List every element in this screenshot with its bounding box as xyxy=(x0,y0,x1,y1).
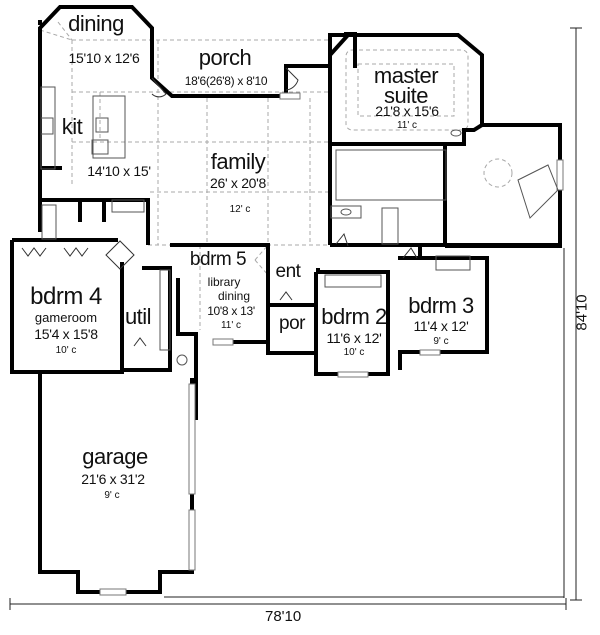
room-bdrm4-ceiling: 10' c xyxy=(55,345,77,356)
room-utility-label: util xyxy=(124,304,152,329)
room-front-porch-label: por xyxy=(279,313,305,334)
dashed-grid xyxy=(39,21,513,330)
room-master-label-2: suite xyxy=(384,83,428,108)
windows-openings xyxy=(99,92,564,596)
room-dining-dims: 15'10 x 12'6 xyxy=(68,50,140,66)
room-garage-label: garage xyxy=(82,444,148,469)
room-bdrm3-dims: 11'4 x 12' xyxy=(413,318,469,334)
room-bdrm3-ceiling: 9' c xyxy=(433,336,449,347)
room-bdrm5-sub2: dining xyxy=(217,289,251,303)
room-master-dims: 21'8 x 15'6 xyxy=(375,103,439,119)
overall-depth-dimension: 84'10 xyxy=(573,294,591,331)
room-family-label: family xyxy=(210,149,266,174)
room-bdrm4-dims: 15'4 x 15'8 xyxy=(34,326,98,342)
room-master-ceiling: 11' c xyxy=(396,120,418,131)
room-master-label-1: master xyxy=(373,63,439,88)
room-kitchen-dims: 14'10 x 15' xyxy=(87,163,151,179)
room-bdrm5-sub1: library xyxy=(207,275,241,289)
overall-width-dimension: 78'10 xyxy=(265,608,302,625)
room-bdrm3-label: bdrm 3 xyxy=(408,293,474,318)
room-bdrm2-label: bdrm 2 xyxy=(321,304,387,329)
room-bdrm5-label: bdrm 5 xyxy=(189,249,247,270)
room-porch-label: porch xyxy=(198,45,252,70)
room-bdrm2-dims: 11'6 x 12' xyxy=(326,330,382,346)
room-bdrm4-sub: gameroom xyxy=(34,310,98,325)
doors xyxy=(21,67,418,347)
room-bdrm4-label: bdrm 4 xyxy=(30,283,102,310)
room-bdrm5-ceiling: 11' c xyxy=(220,320,242,331)
room-bdrm5-dims: 10'8 x 13' xyxy=(207,304,255,318)
room-garage-ceiling: 9' c xyxy=(104,490,120,501)
room-porch-dims: 18'6(26'8) x 8'10 xyxy=(184,74,268,88)
dimension-lines xyxy=(9,27,582,610)
room-entry-label: ent xyxy=(275,261,301,282)
room-kitchen-label: kit xyxy=(61,114,83,139)
room-family-ceiling: 12' c xyxy=(229,204,251,215)
room-bdrm2-ceiling: 10' c xyxy=(343,347,365,358)
room-dining-label: dining xyxy=(68,11,124,36)
fixtures xyxy=(40,86,559,366)
room-family-dims: 26' x 20'8 xyxy=(209,175,267,191)
room-garage-dims: 21'6 x 31'2 xyxy=(81,471,145,487)
